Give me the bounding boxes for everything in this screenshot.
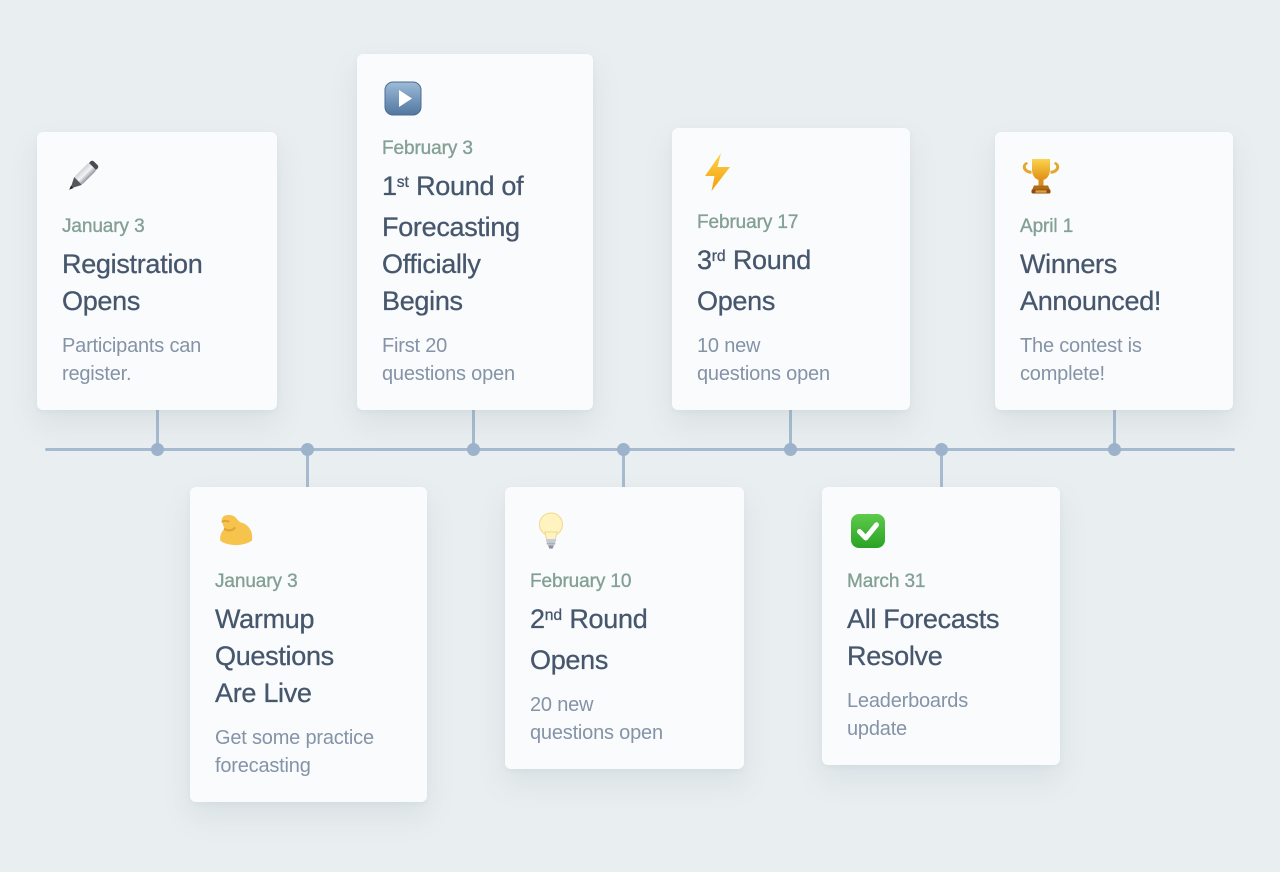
flexed-biceps-icon — [215, 510, 259, 554]
timeline-line — [45, 448, 1235, 451]
timeline-dot — [466, 443, 480, 456]
event-date: February 3 — [382, 138, 473, 159]
ordinal-suffix: rd — [711, 247, 726, 265]
timeline-dot — [616, 443, 630, 456]
timeline-connector — [939, 450, 943, 493]
timeline-dot — [300, 443, 314, 456]
light-bulb-icon — [530, 510, 574, 554]
event-date: April 1 — [1020, 216, 1074, 237]
timeline-connector — [1112, 404, 1116, 450]
timeline-dot — [783, 443, 797, 456]
timeline-dot — [150, 443, 164, 456]
trophy-icon — [1020, 155, 1064, 199]
timeline-connector — [471, 404, 475, 450]
event-date: February 17 — [697, 212, 799, 233]
timeline-dot — [1107, 443, 1121, 456]
timeline-connector — [305, 450, 309, 493]
pen-icon — [62, 155, 106, 199]
check-mark-icon — [847, 510, 891, 554]
play-button-icon — [382, 77, 426, 121]
event-date: January 3 — [215, 571, 298, 592]
event-date: March 31 — [847, 571, 926, 592]
event-date: January 3 — [62, 216, 145, 237]
ordinal-suffix: nd — [544, 606, 563, 624]
timeline-dot — [934, 443, 948, 456]
ordinal-suffix: st — [396, 173, 409, 191]
high-voltage-icon — [697, 151, 741, 195]
event-date: February 10 — [530, 571, 632, 592]
timeline-connector — [788, 404, 792, 450]
timeline-connector — [155, 404, 159, 450]
timeline-connector — [621, 450, 625, 493]
